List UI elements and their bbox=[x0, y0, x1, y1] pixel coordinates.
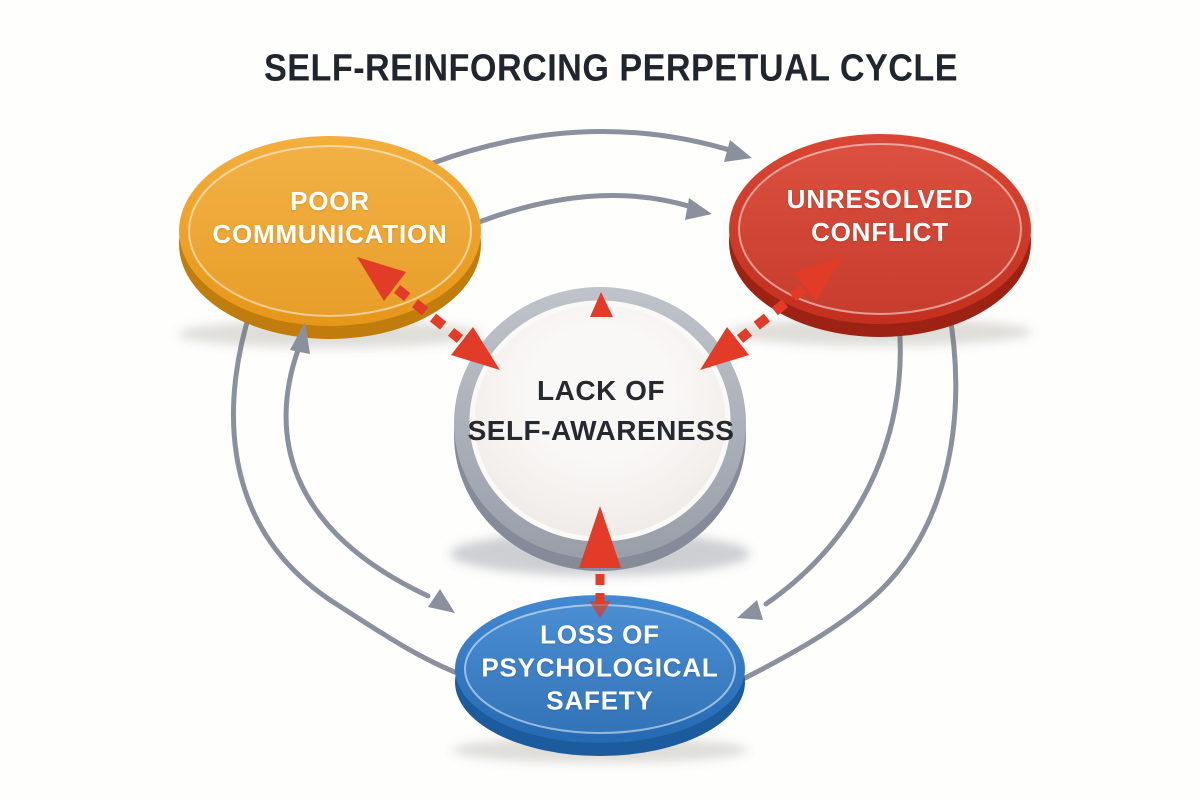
arc-top-inner bbox=[476, 192, 695, 225]
arc-left-outer bbox=[230, 306, 473, 681]
arc-top-outer bbox=[430, 128, 739, 166]
cycle-arrowheads bbox=[290, 140, 763, 620]
red-arrowhead-into-red bbox=[794, 257, 843, 301]
node-ellipse-loss-of-psychological-safety bbox=[455, 595, 745, 756]
arc-right-inner bbox=[763, 319, 903, 607]
center-node-label-lack-of-self-awareness: LACK OF SELF-AWARENESS bbox=[468, 371, 735, 451]
node-label-loss-of-psychological-safety: LOSS OF PSYCHOLOGICAL SAFETY bbox=[481, 619, 718, 718]
arrowhead-left-inner-into-yellow bbox=[290, 322, 310, 354]
node-ellipse-unresolved-conflict bbox=[729, 134, 1031, 337]
red-arrowhead-into-yellow bbox=[357, 257, 406, 301]
red-arrowhead-into-center-right bbox=[700, 327, 749, 370]
node-label-poor-communication: POOR COMMUNICATION bbox=[212, 185, 447, 251]
red-arrowhead-into-blue bbox=[589, 601, 611, 618]
node-label-unresolved-conflict: UNRESOLVED CONFLICT bbox=[787, 183, 974, 249]
arrowhead-right-inner-into-blue bbox=[737, 600, 763, 620]
arrowhead-left-inner-into-blue bbox=[428, 589, 455, 613]
yellow-body bbox=[179, 136, 481, 326]
arrowhead-top-outer-into-red bbox=[724, 140, 752, 162]
red-arrowhead-top-up-icon bbox=[590, 292, 613, 317]
diagram-title: SELF-REINFORCING PERPETUAL CYCLE bbox=[263, 47, 959, 90]
node-label-line: UNRESOLVED bbox=[786, 184, 974, 214]
node-label-line: LOSS OF bbox=[540, 619, 660, 650]
node-label-line: COMMUNICATION bbox=[212, 219, 448, 249]
arc-right-outer bbox=[742, 308, 959, 681]
node-label-line: SAFETY bbox=[546, 685, 654, 716]
red-arrow-shafts bbox=[393, 285, 807, 604]
center-node-ellipse bbox=[454, 287, 746, 571]
blue-body bbox=[455, 595, 745, 743]
cycle-arcs bbox=[230, 128, 959, 681]
red-arrowheads bbox=[357, 257, 843, 618]
center-label-line: LACK OF bbox=[537, 375, 665, 406]
red-arrowhead-into-center-bottom bbox=[579, 506, 621, 568]
center-label-line: SELF-AWARENESS bbox=[467, 415, 735, 446]
node-label-line: CONFLICT bbox=[811, 217, 949, 247]
node-label-line: POOR bbox=[290, 186, 370, 216]
arrowhead-top-inner-into-red bbox=[685, 198, 712, 220]
red-arrowhead-into-center-left bbox=[451, 327, 500, 370]
arc-left-inner bbox=[283, 347, 431, 599]
node-label-line: PSYCHOLOGICAL bbox=[481, 652, 719, 683]
